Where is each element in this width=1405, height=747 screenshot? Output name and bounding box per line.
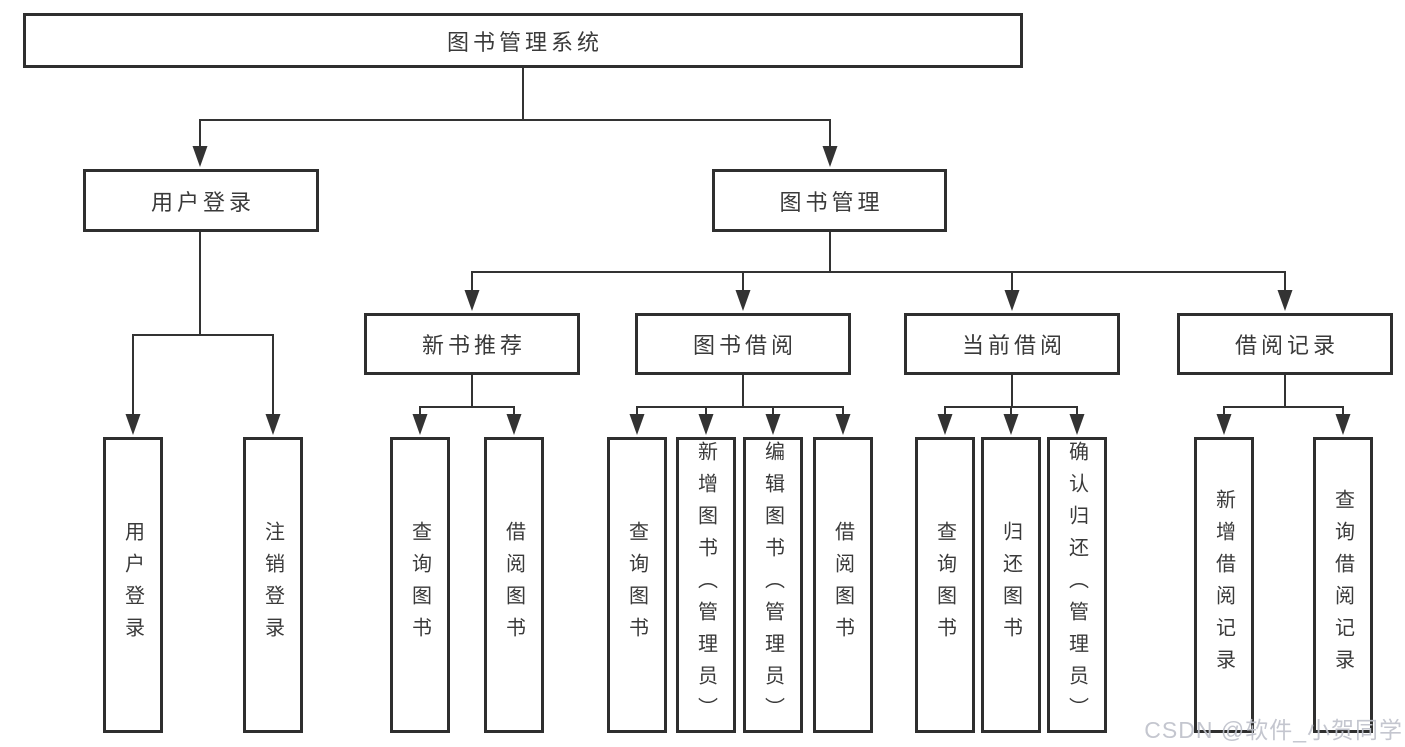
arrowheads (125, 146, 1351, 435)
leaf-borrow-books-borrowing: 借阅图书 (813, 437, 873, 733)
edges-book-borrowing (636, 375, 844, 420)
node-label: 新增图书（管理员） (694, 441, 717, 729)
node-label: 图书借阅 (692, 333, 797, 358)
node-label: 图书管理 (779, 189, 884, 215)
node-label: 注销登录 (261, 521, 284, 649)
node-label: 新增借阅记录 (1212, 489, 1235, 681)
node-label: 用户登录 (150, 189, 255, 215)
leaf-query-borrow-record: 查询借阅记录 (1313, 437, 1373, 733)
node-label: 借阅图书 (502, 521, 525, 649)
leaf-query-books-current: 查询图书 (915, 437, 975, 733)
edges-current-borrowing (944, 375, 1078, 420)
leaf-add-borrow-record: 新增借阅记录 (1194, 437, 1254, 733)
node-label: 查询借阅记录 (1331, 489, 1354, 681)
edges-borrowing-records (1223, 375, 1344, 420)
node-user-login: 用户登录 (83, 169, 319, 232)
node-label: 查询图书 (408, 521, 431, 649)
csdn-watermark: CSDN @软件_小贺同学 (1144, 717, 1403, 743)
leaf-query-books-borrowing: 查询图书 (607, 437, 667, 733)
edges-user-login (132, 232, 274, 420)
node-label: 用户登录 (121, 521, 144, 649)
node-label: 图书管理系统 (446, 29, 603, 55)
node-label: 新书推荐 (421, 333, 526, 358)
node-label: 查询图书 (625, 521, 648, 649)
node-label: 编辑图书（管理员） (761, 441, 784, 729)
node-label: 借阅记录 (1234, 333, 1339, 358)
leaf-add-books-admin: 新增图书（管理员） (676, 437, 736, 733)
leaf-borrow-books-recommend: 借阅图书 (484, 437, 544, 733)
node-current-borrowing: 当前借阅 (904, 313, 1120, 375)
node-new-book-recommend: 新书推荐 (364, 313, 580, 375)
node-book-management-system: 图书管理系统 (23, 13, 1023, 68)
edges-new-book-recommend (419, 375, 515, 420)
leaf-confirm-return-admin: 确认归还（管理员） (1047, 437, 1107, 733)
node-label: 借阅图书 (831, 521, 854, 649)
edges-book-management (471, 232, 1286, 297)
leaf-user-login: 用户登录 (103, 437, 163, 733)
node-book-borrowing: 图书借阅 (635, 313, 851, 375)
node-label: 查询图书 (933, 521, 956, 649)
leaf-logout: 注销登录 (243, 437, 303, 733)
edges-root (199, 68, 831, 152)
leaf-return-books: 归还图书 (981, 437, 1041, 733)
node-borrowing-records: 借阅记录 (1177, 313, 1393, 375)
node-label: 确认归还（管理员） (1065, 441, 1088, 729)
node-book-management: 图书管理 (712, 169, 947, 232)
leaf-edit-books-admin: 编辑图书（管理员） (743, 437, 803, 733)
leaf-query-books-recommend: 查询图书 (390, 437, 450, 733)
node-label: 当前借阅 (961, 333, 1066, 358)
node-label: 归还图书 (999, 521, 1022, 649)
